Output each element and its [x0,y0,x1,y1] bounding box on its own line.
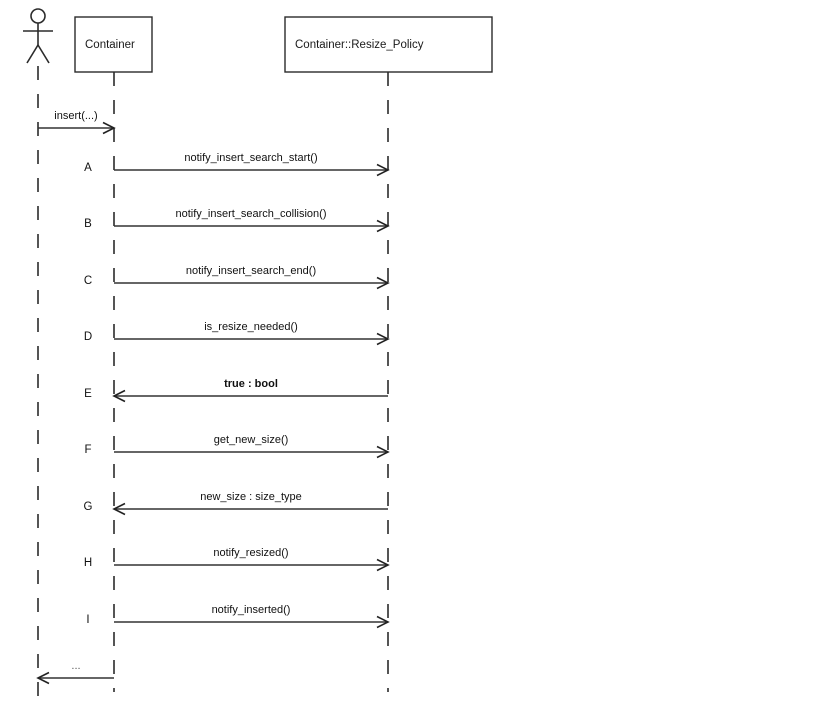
message-i[interactable]: notify_inserted() I [86,604,390,629]
message-label: new_size : size_type [200,491,302,503]
message-b[interactable]: notify_insert_search_collision() B [84,208,390,233]
message-item-0[interactable]: insert(...) [38,110,116,135]
participant-container-label: Container [85,39,135,51]
actor-left-leg-line [26,44,39,64]
step-letter-e: E [84,388,92,400]
step-letter-d: D [84,331,92,343]
message-arrowhead-icon [112,502,126,516]
participant-container[interactable]: Container [74,16,153,73]
message-c[interactable]: notify_insert_search_end() C [84,265,390,290]
message-arrowhead-icon [376,445,390,459]
message-label: notify_resized() [213,547,288,559]
message-label: get_new_size() [214,434,289,446]
actor-head-icon [30,8,46,24]
message-label: true : bool [224,378,278,390]
message-arrowhead-icon [112,389,126,403]
message-arrowhead-icon [376,615,390,629]
step-letter-b: B [84,218,92,230]
step-letter-c: C [84,275,92,287]
step-letter-f: F [84,444,91,456]
message-arrowhead-icon [102,121,116,135]
message-a[interactable]: notify_insert_search_start() A [84,152,390,177]
message-arrowhead-icon [376,276,390,290]
message-h[interactable]: notify_resized() H [84,547,390,572]
message-label: ... [71,660,80,672]
step-letter-h: H [84,557,92,569]
message-label: is_resize_needed() [204,321,298,333]
step-letter-g: G [84,501,93,513]
message-arrowhead-icon [376,163,390,177]
message-arrowhead-icon [376,219,390,233]
participant-resize-policy-label: Container::Resize_Policy [295,39,424,51]
participant-resize-policy-box [284,16,493,73]
messages-layer: insert(...) notify_insert_search_start() A… [36,110,390,685]
message-arrowhead-icon [36,671,50,685]
message-arrowhead-icon [376,558,390,572]
participant-resize-policy[interactable]: Container::Resize_Policy [284,16,493,73]
message-label: notify_insert_search_end() [186,265,316,277]
message-f[interactable]: get_new_size() F [84,434,390,459]
participant-container-box [74,16,153,73]
step-letter-i: I [86,614,89,626]
message-label: notify_insert_search_collision() [175,208,326,220]
message-label: notify_inserted() [212,604,291,616]
message-d[interactable]: is_resize_needed() D [84,321,390,346]
message-arrowhead-icon [376,332,390,346]
message-label: notify_insert_search_start() [184,152,317,164]
actor-right-leg-line [37,44,50,64]
message-label: insert(...) [54,110,97,122]
actor-figure [23,8,53,64]
message-item-10[interactable]: ... [36,660,114,685]
step-letter-a: A [84,162,92,174]
